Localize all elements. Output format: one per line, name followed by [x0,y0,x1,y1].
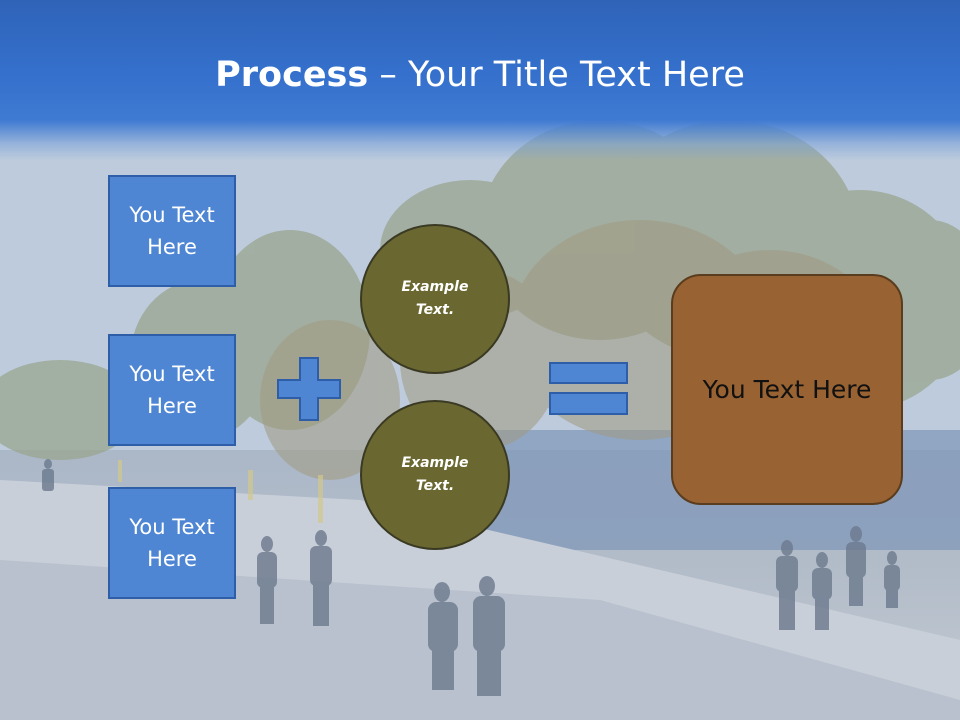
title-bold: Process [215,55,369,95]
result-box[interactable]: You Text Here [671,274,903,505]
slide-title: Process – Your Title Text Here [0,52,960,98]
title-band [0,0,960,160]
text-box-1[interactable]: You Text Here [108,175,236,287]
equals-icon [549,362,628,415]
title-rest: – Your Title Text Here [368,55,745,95]
example-circle-1[interactable]: Example Text. [360,224,510,374]
example-circle-2[interactable]: Example Text. [360,400,510,550]
plus-icon [277,357,341,421]
text-box-2[interactable]: You Text Here [108,334,236,446]
text-box-3[interactable]: You Text Here [108,487,236,599]
